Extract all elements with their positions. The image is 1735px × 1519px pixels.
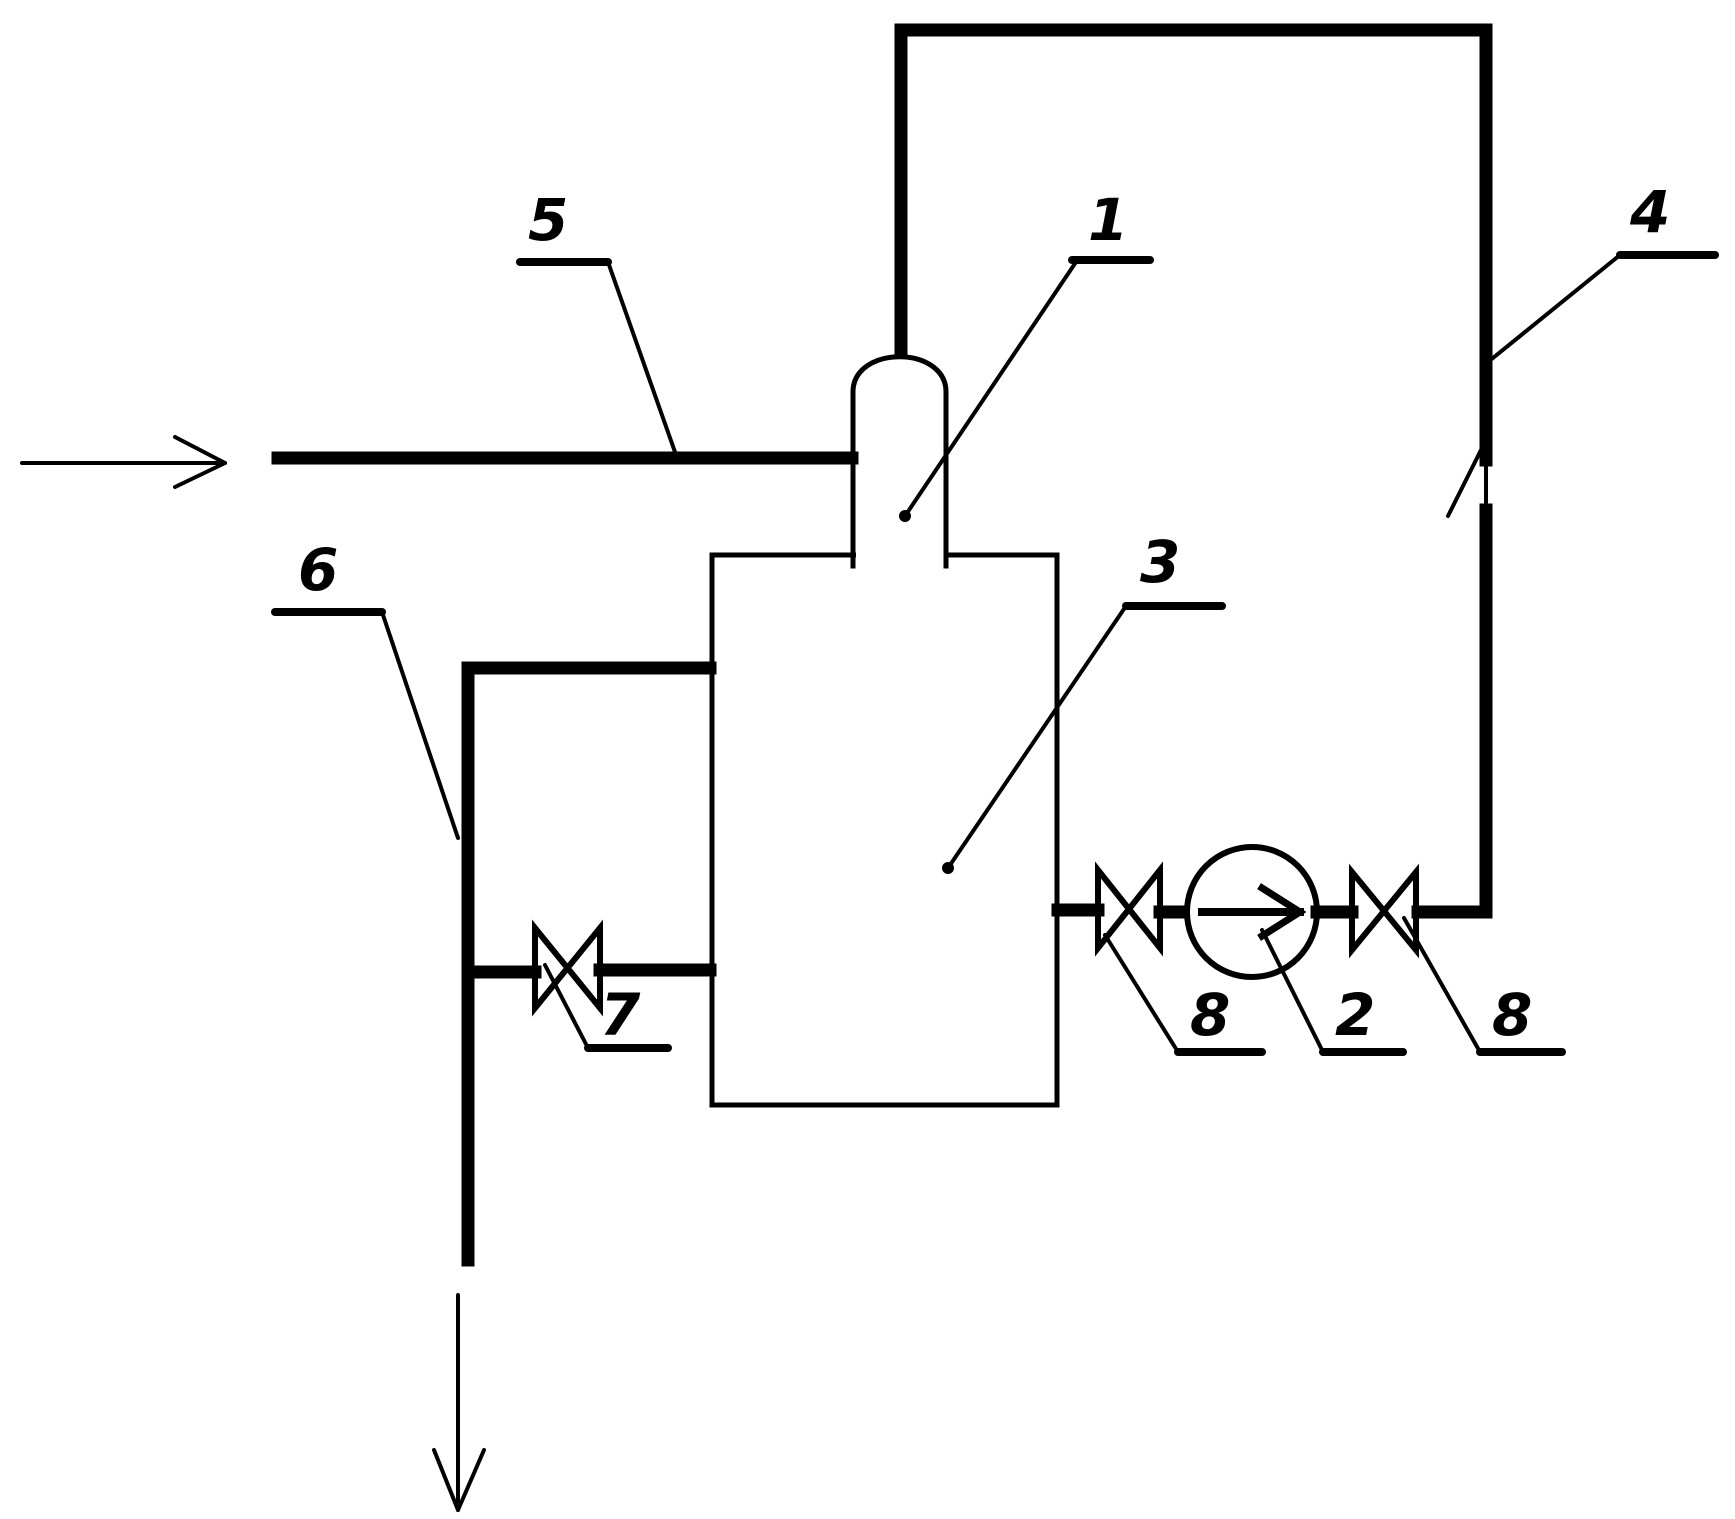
leader-inlet-pipe — [606, 260, 677, 454]
outlet-pipe — [461, 661, 717, 1267]
pump — [1184, 844, 1320, 980]
return-pipe-lower — [1411, 503, 1493, 919]
pump-valve-left-icon — [1095, 861, 1163, 957]
label-jet-ejector: 1 — [1088, 186, 1128, 254]
leader-jet-ejector — [903, 260, 1078, 518]
label-tank: 3 — [1140, 528, 1180, 596]
label-return-pipe: 4 — [1629, 178, 1670, 246]
label-pump-valve-right: 8 — [1492, 981, 1532, 1049]
leader-pump-valve-left — [1103, 933, 1180, 1054]
return-pipe — [894, 23, 1493, 467]
drain-valve-icon — [532, 919, 603, 1017]
label-outlet-pipe: 6 — [298, 536, 338, 604]
outlet-arrow-down-icon — [432, 1293, 486, 1512]
inlet-arrow-icon — [20, 435, 227, 489]
leader-return-pipe — [1486, 253, 1622, 364]
leader-pump-valve-right — [1402, 916, 1482, 1054]
label-inlet-pipe: 5 — [528, 186, 568, 254]
leader-tank — [946, 604, 1128, 870]
pump-valve-right-icon — [1349, 863, 1419, 959]
label-pump-valve-left: 8 — [1190, 981, 1230, 1049]
arrow-up-icon — [1446, 438, 1488, 518]
label-drain-valve: 7 — [600, 981, 641, 1049]
leader-drain-valve — [543, 963, 590, 1050]
leader-outlet-pipe — [380, 610, 460, 840]
pump-direction-arrow-icon — [1198, 883, 1307, 941]
tank — [709, 552, 1060, 1108]
leader-pump — [1260, 928, 1325, 1054]
label-pump: 2 — [1335, 981, 1375, 1049]
